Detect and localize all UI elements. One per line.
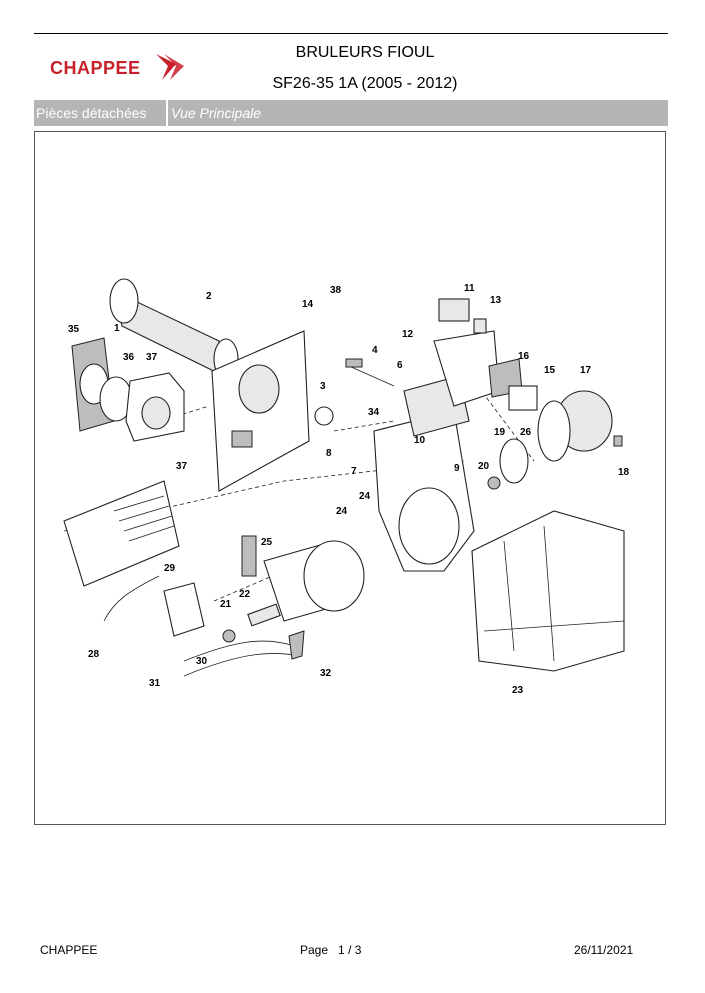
callout-labels: 1 2 3 4 6 7 8 9 10 11 12 13 14 15 16 17 … [68, 283, 630, 696]
callout-21: 21 [220, 599, 232, 610]
diagram-frame [34, 131, 666, 825]
callout-24-lower: 24 [336, 506, 348, 517]
footer-page-label: Page [300, 943, 329, 957]
callout-3: 3 [320, 381, 326, 392]
callout-6: 6 [397, 360, 403, 371]
air-box [63, 480, 180, 587]
callout-12: 12 [402, 329, 414, 340]
callout-18: 18 [618, 467, 630, 478]
callout-9: 9 [454, 463, 460, 474]
section-label-parts: Pièces détachées [36, 105, 147, 121]
callout-7: 7 [351, 466, 357, 477]
callout-32: 32 [320, 668, 332, 679]
callout-1: 1 [114, 323, 120, 334]
motor-assembly [487, 390, 623, 490]
callout-23: 23 [512, 685, 524, 696]
callout-30: 30 [196, 656, 208, 667]
callout-17: 17 [580, 365, 592, 376]
callout-28: 28 [88, 649, 100, 660]
document-title: BRULEURS FIOUL [295, 44, 435, 61]
callout-11: 11 [464, 283, 475, 294]
logo-text: CHAPPEE [50, 58, 141, 78]
callout-37-lower: 37 [176, 461, 188, 472]
footer-page-number: 1 [338, 943, 345, 957]
callout-25: 25 [261, 537, 273, 548]
callout-36: 36 [123, 352, 135, 363]
chappee-logo: CHAPPEE [50, 52, 190, 86]
callout-24-upper: 24 [359, 491, 371, 502]
callout-20: 20 [478, 461, 490, 472]
footer-page-total: 3 [354, 943, 362, 957]
electrode-assembly [314, 358, 395, 426]
logo-wing-icon [156, 54, 184, 80]
callout-15: 15 [544, 365, 556, 376]
callout-31: 31 [149, 678, 161, 689]
callout-14: 14 [302, 299, 314, 310]
burner-cover [471, 510, 625, 672]
callout-4: 4 [372, 345, 378, 356]
callout-26: 26 [520, 427, 532, 438]
clamp-bracket [125, 372, 185, 442]
callout-8: 8 [326, 448, 332, 459]
pump-assembly [103, 535, 365, 677]
callout-35: 35 [68, 324, 80, 335]
footer-date: 26/11/2021 [574, 943, 634, 957]
footer-page: Page 1 / 3 [300, 943, 361, 957]
mounting-plate [211, 330, 310, 492]
burner-housing [373, 375, 475, 572]
callout-10: 10 [414, 435, 426, 446]
callout-29: 29 [164, 563, 176, 574]
callout-22: 22 [239, 589, 251, 600]
callout-37-upper: 37 [146, 352, 158, 363]
section-divider [166, 100, 168, 126]
callout-38: 38 [330, 285, 342, 296]
callout-16: 16 [518, 351, 530, 362]
callout-19: 19 [494, 427, 506, 438]
header-rule [34, 33, 668, 34]
blast-tube [109, 278, 239, 380]
section-bar: Pièces détachées Vue Principale [34, 100, 668, 126]
callout-2: 2 [206, 291, 212, 302]
exploded-parts-diagram: 1 2 3 4 6 7 8 9 10 11 12 13 14 15 16 17 … [63, 278, 630, 696]
document-subtitle: SF26-35 1A (2005 - 2012) [272, 75, 458, 92]
footer-company: CHAPPEE [40, 943, 98, 957]
footer-page-separator: / [348, 943, 352, 957]
callout-34: 34 [368, 407, 380, 418]
callout-13: 13 [490, 295, 502, 306]
control-plate [433, 298, 538, 411]
section-label-view: Vue Principale [171, 105, 262, 121]
